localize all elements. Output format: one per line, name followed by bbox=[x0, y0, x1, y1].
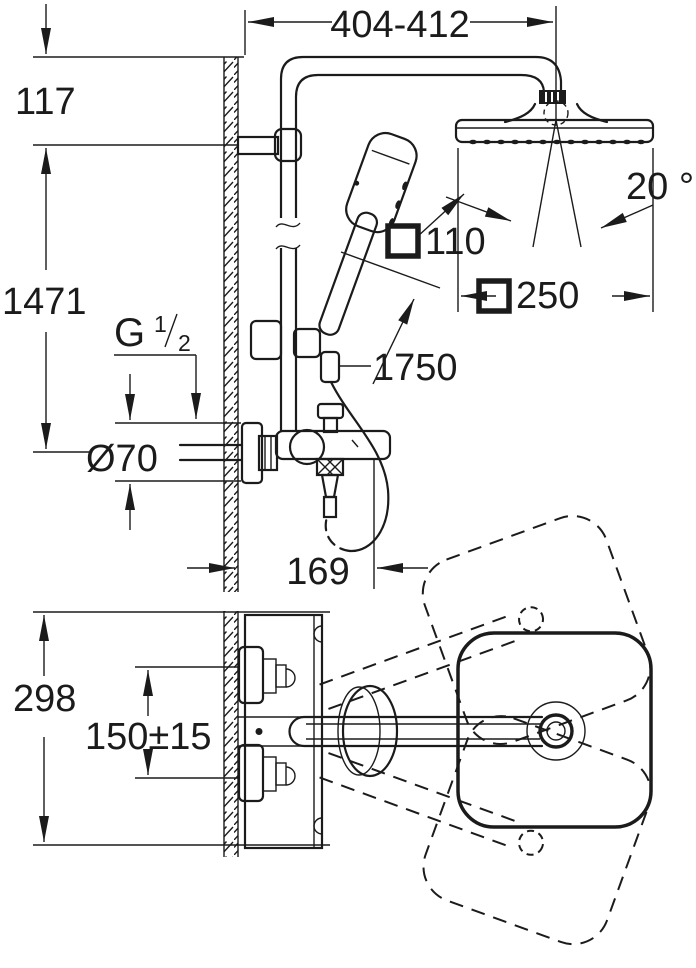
hand-shower bbox=[318, 131, 418, 336]
wall-section-upper bbox=[223, 57, 239, 592]
hand-shower-head bbox=[345, 131, 418, 234]
shower-hose bbox=[324, 380, 390, 553]
hand-shower-plan bbox=[337, 684, 399, 778]
square-symbol-110 bbox=[385, 223, 421, 259]
thread-denominator: 2 bbox=[178, 330, 191, 356]
wall-hatch bbox=[224, 57, 238, 592]
hand-shower-handle bbox=[318, 211, 379, 336]
diverter-knob bbox=[316, 402, 345, 420]
dim-head-square: 250 bbox=[457, 148, 654, 317]
dim-projection-label: 169 bbox=[286, 551, 349, 593]
pipe-break-symbol bbox=[275, 218, 301, 250]
dim-top-offset-label: 117 bbox=[15, 81, 76, 123]
spray-nozzles bbox=[469, 139, 645, 145]
pivot-screw bbox=[255, 728, 263, 735]
dim-body-height: 298 bbox=[13, 611, 330, 846]
dim-height-label: 1471 bbox=[2, 281, 87, 323]
shower-arm-plan bbox=[288, 715, 544, 748]
dim-hose-length: 1750 bbox=[339, 347, 458, 389]
riser-pipe-and-arm bbox=[275, 55, 563, 433]
dim-thread: G 1 2 bbox=[114, 311, 201, 419]
dim-angle-label: 20 ° bbox=[626, 166, 694, 208]
hose-nipple bbox=[319, 350, 341, 384]
dim-hand-square-label: 110 bbox=[425, 221, 486, 263]
dim-body-height-label: 298 bbox=[13, 678, 76, 720]
inlet-nut-top bbox=[262, 658, 296, 694]
front-view: 404-412 117 1471 G 1 2 Ø70 bbox=[2, 4, 694, 593]
wall-bracket bbox=[236, 127, 303, 163]
dim-head-square-label: 250 bbox=[516, 275, 579, 317]
dim-rosette: Ø70 bbox=[86, 374, 241, 530]
dim-angle: 20 ° bbox=[416, 166, 694, 238]
wall-section-lower bbox=[223, 611, 239, 857]
dim-top-width: 404-412 bbox=[244, 4, 553, 55]
dim-hose-length-label: 1750 bbox=[373, 347, 458, 389]
dim-inlet-spacing-label: 150±15 bbox=[85, 716, 212, 758]
thread-numerator: 1 bbox=[154, 311, 167, 337]
hose-outlet bbox=[315, 457, 345, 519]
mixer-valve bbox=[178, 402, 392, 519]
tilt-line-left bbox=[532, 119, 557, 248]
dim-hand-square: 110 bbox=[340, 221, 486, 385]
dim-top-offset: 117 bbox=[15, 4, 244, 146]
plan-view: 298 150±15 bbox=[13, 515, 653, 946]
thread-slash bbox=[164, 313, 178, 348]
inlet-nut-bottom bbox=[262, 756, 296, 792]
dim-inlet-spacing: 150±15 bbox=[85, 666, 239, 779]
tilt-line-right bbox=[555, 119, 582, 248]
hand-shower-nozzle-edge bbox=[388, 181, 408, 227]
valve-plan bbox=[237, 613, 324, 850]
inlet-escutcheon-bottom bbox=[237, 743, 265, 803]
dim-rosette-label: Ø70 bbox=[86, 438, 158, 480]
head-swivel-position-down bbox=[319, 715, 652, 946]
dim-top-width-label: 404-412 bbox=[330, 4, 469, 46]
dim-projection: 169 bbox=[187, 459, 428, 593]
hand-shower-button bbox=[354, 180, 360, 186]
dim-height: 1471 bbox=[2, 148, 90, 453]
head-shower-plan bbox=[456, 631, 653, 829]
thread-letter: G bbox=[114, 311, 145, 355]
valve-body-plan bbox=[243, 613, 324, 850]
wall-rosette bbox=[240, 421, 264, 485]
head-shower bbox=[454, 6, 655, 248]
temperature-knob bbox=[288, 428, 326, 466]
head-swivel-position-up bbox=[319, 515, 652, 746]
inlet-escutcheon-top bbox=[237, 645, 265, 705]
wall-hatch-lower bbox=[224, 611, 238, 857]
